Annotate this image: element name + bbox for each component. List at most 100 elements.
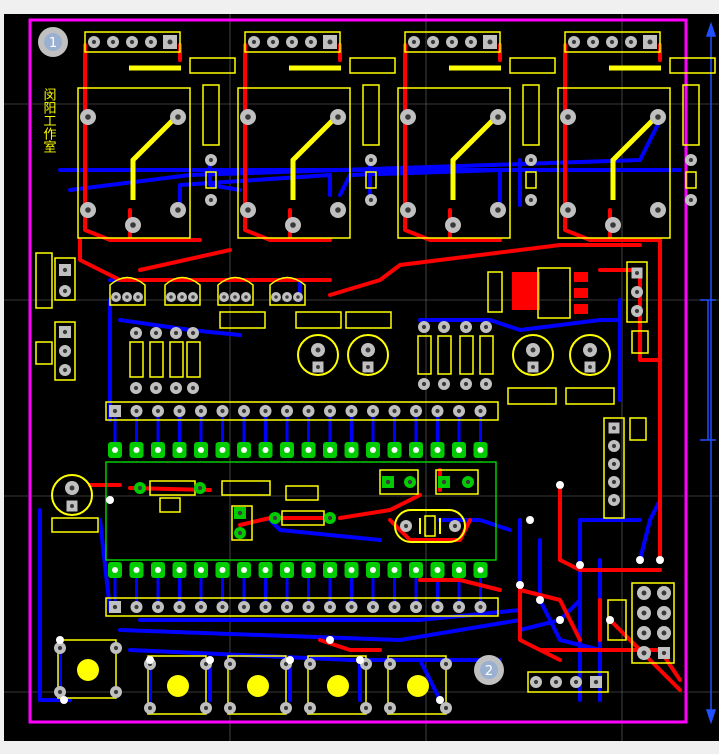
resistor-outline[interactable] xyxy=(669,57,716,74)
bottom-trace-2[interactable] xyxy=(178,173,332,212)
header-strip-top[interactable] xyxy=(105,401,499,421)
push-button-3[interactable] xyxy=(227,655,287,715)
led-outline[interactable] xyxy=(525,171,537,189)
header-3pin[interactable] xyxy=(54,321,76,381)
via[interactable] xyxy=(106,496,114,504)
resistor-array-2[interactable] xyxy=(169,341,184,378)
resistor-outline-left[interactable] xyxy=(51,517,99,533)
resistor-inside-2[interactable] xyxy=(221,480,271,496)
via[interactable] xyxy=(60,696,68,704)
resistor-right-0[interactable] xyxy=(417,335,432,375)
push-button-2[interactable] xyxy=(147,655,207,715)
bottom-trace-4[interactable] xyxy=(208,158,242,192)
smd-regulator-pin[interactable] xyxy=(574,288,588,298)
top-trace-31[interactable] xyxy=(418,578,502,592)
capacitor-inside[interactable] xyxy=(285,485,319,501)
resistor-outline[interactable] xyxy=(295,311,342,329)
bottom-trace-22[interactable] xyxy=(638,498,662,562)
resistor-right-2[interactable] xyxy=(459,335,474,375)
header-4pin-bottom[interactable] xyxy=(527,671,609,693)
bottom-trace-14[interactable] xyxy=(98,518,112,612)
via[interactable] xyxy=(56,636,64,644)
bottom-trace-0[interactable] xyxy=(68,118,662,192)
via[interactable] xyxy=(436,696,444,704)
capacitor-small-right[interactable] xyxy=(631,330,649,354)
via[interactable] xyxy=(326,636,334,644)
capacitor-outline-2[interactable] xyxy=(347,334,389,376)
smd-regulator-tab[interactable] xyxy=(512,272,540,310)
relay-header-2[interactable] xyxy=(244,31,341,53)
top-trace-25[interactable] xyxy=(518,588,582,642)
capacitor-inside-2[interactable] xyxy=(159,497,181,513)
transistor-outline-2[interactable] xyxy=(164,276,201,306)
mcu-socket-outline[interactable] xyxy=(105,461,497,561)
resistor-outline[interactable] xyxy=(219,311,266,329)
resistor-right-1[interactable] xyxy=(437,335,452,375)
capacitor-outline-4[interactable] xyxy=(569,334,611,376)
bottom-trace-17[interactable] xyxy=(138,608,522,622)
via[interactable] xyxy=(286,656,294,664)
top-trace-26[interactable] xyxy=(518,583,562,662)
diode-outline[interactable] xyxy=(362,84,380,146)
top-trace-13[interactable] xyxy=(138,248,232,272)
capacitor-small[interactable] xyxy=(35,341,53,365)
bottom-trace-3[interactable] xyxy=(338,168,502,212)
via[interactable] xyxy=(356,656,364,664)
diode-outline[interactable] xyxy=(202,84,220,146)
buzzer-outline[interactable] xyxy=(51,474,93,516)
resistor-right-3[interactable] xyxy=(479,335,494,375)
push-button-4[interactable] xyxy=(307,655,367,715)
smd-regulator-pin[interactable] xyxy=(574,304,588,314)
via[interactable] xyxy=(576,561,584,569)
via[interactable] xyxy=(526,516,534,524)
via[interactable] xyxy=(556,616,564,624)
header-2pin[interactable] xyxy=(54,257,76,301)
relay-header-1[interactable] xyxy=(84,31,181,53)
resistor-outline[interactable] xyxy=(345,311,392,329)
mounting-hole-1[interactable]: 1 xyxy=(38,27,68,57)
diode-outline[interactable] xyxy=(522,84,540,146)
relay-outline-2[interactable] xyxy=(237,87,351,239)
capacitor-small-right-2[interactable] xyxy=(629,417,647,441)
via[interactable] xyxy=(146,656,154,664)
dimension-line[interactable] xyxy=(700,21,717,725)
regulator-outline[interactable] xyxy=(537,267,571,319)
top-trace-2[interactable] xyxy=(403,43,502,242)
via[interactable] xyxy=(516,581,524,589)
resistor-array-3[interactable] xyxy=(186,341,201,378)
relay-header-4[interactable] xyxy=(564,31,661,53)
header-3pin-right[interactable] xyxy=(626,261,648,323)
capacitor-outline-1[interactable] xyxy=(297,334,339,376)
relay-outline-1[interactable] xyxy=(77,87,191,239)
bottom-trace-10[interactable] xyxy=(418,318,622,332)
relay-header-3[interactable] xyxy=(404,31,501,53)
resistor-outline[interactable] xyxy=(509,57,556,74)
mounting-hole-2[interactable]: 2 xyxy=(474,655,504,685)
header-strip-bottom[interactable] xyxy=(105,597,499,617)
led-outline[interactable] xyxy=(205,171,217,189)
transistor-outline-3[interactable] xyxy=(217,276,254,306)
resistor-outline-right-2[interactable] xyxy=(507,387,557,405)
led-outline[interactable] xyxy=(685,171,697,189)
resistor-outline[interactable] xyxy=(189,57,236,74)
via[interactable] xyxy=(656,556,664,564)
regulator-cap[interactable] xyxy=(487,271,503,313)
resistor-array-0[interactable] xyxy=(129,341,144,378)
bottom-trace-15[interactable] xyxy=(118,618,522,642)
top-trace-24[interactable] xyxy=(558,558,662,572)
bottom-trace-24[interactable] xyxy=(438,518,512,532)
board-outline[interactable] xyxy=(28,18,688,724)
resistor-array-1[interactable] xyxy=(149,341,164,378)
top-trace-1[interactable] xyxy=(243,43,332,242)
capacitor-inside-3[interactable] xyxy=(379,469,419,495)
header-5pin[interactable] xyxy=(603,417,625,519)
resistor-outline[interactable] xyxy=(349,57,396,74)
terminal-outline[interactable] xyxy=(35,252,53,309)
capacitor-outline-3[interactable] xyxy=(512,334,554,376)
via[interactable] xyxy=(536,596,544,604)
top-trace-0[interactable] xyxy=(83,43,202,242)
led-outline[interactable] xyxy=(365,171,377,189)
top-trace-14[interactable] xyxy=(328,243,642,297)
top-trace-20[interactable] xyxy=(338,493,422,520)
